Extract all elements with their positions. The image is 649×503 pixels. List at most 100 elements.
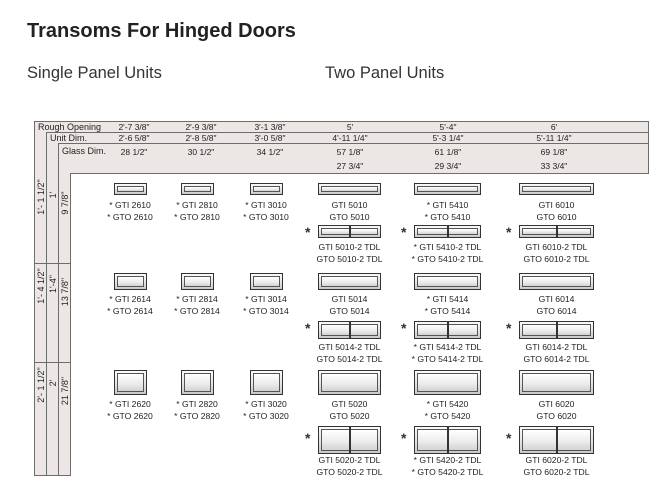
row-unit-label: 2': [47, 379, 58, 387]
two-unit-tdl-gti-label: GTI 5010-2 TDL: [318, 242, 381, 252]
two-unit-tdl-gto-label: GTO 5020-2 TDL: [316, 466, 383, 477]
single-panel-transom: [114, 273, 147, 290]
glass-dim-value: 57 1/8": [336, 147, 364, 157]
unit-dim-value: 2'-6 5/8": [118, 133, 150, 143]
single-unit-gti-label: * GTI 3014: [245, 294, 287, 304]
rough-opening-value: 5': [346, 122, 354, 132]
glass-dim-row: [58, 143, 649, 174]
two-panel-heading: Two Panel Units: [325, 64, 445, 82]
row-rough-label: 1'- 1 1/2": [35, 179, 46, 215]
glass-dim-value: 69 1/8": [540, 147, 568, 157]
two-unit-gti-label: GTI 5010: [331, 200, 368, 210]
glass-dim-value-2: 27 3/4": [336, 161, 364, 171]
row-unit-label: 1'-4": [47, 275, 58, 293]
single-unit-gto-label: * GTO 2810: [174, 211, 220, 222]
tdl-asterisk: *: [401, 224, 407, 240]
single-unit-gto-label: * GTO 2614: [107, 305, 153, 316]
two-unit-tdl-gti-label: GTI 6020-2 TDL: [525, 455, 588, 465]
single-unit-gto-label: * GTO 2620: [107, 410, 153, 421]
two-unit-tdl-gto-label: GTO 6014-2 TDL: [523, 353, 590, 364]
two-unit-gti-label: * GTI 5414: [426, 294, 469, 304]
page-title: Transoms For Hinged Doors: [27, 20, 296, 42]
tdl-asterisk: *: [401, 430, 407, 446]
single-panel-transom: [250, 183, 283, 195]
single-unit-gto-label: * GTO 3020: [243, 410, 289, 421]
glass-dim-label: Glass Dim.: [62, 146, 107, 156]
single-unit-gti-label: * GTI 2820: [176, 399, 218, 409]
two-unit-tdl-gti-label: GTI 5020-2 TDL: [318, 455, 381, 465]
two-panel-tdl-transom: [414, 321, 481, 339]
two-panel-transom: [318, 273, 381, 290]
glass-dim-column: [58, 173, 71, 476]
two-unit-gto-label: * GTO 5414: [424, 305, 471, 316]
two-unit-tdl-gti-label: * GTI 5414-2 TDL: [413, 342, 482, 352]
glass-dim-value: 30 1/2": [187, 147, 215, 157]
tdl-asterisk: *: [305, 430, 311, 446]
row-unit-label: 1': [47, 191, 58, 199]
two-unit-tdl-gti-label: GTI 6014-2 TDL: [525, 342, 588, 352]
two-unit-gti-label: GTI 5020: [331, 399, 368, 409]
single-unit-gti-label: * GTI 2620: [109, 399, 151, 409]
single-panel-transom: [250, 370, 283, 395]
unit-dim-value: 2'-8 5/8": [185, 133, 217, 143]
two-unit-tdl-gti-label: * GTI 5410-2 TDL: [413, 242, 482, 252]
two-unit-gto-label: * GTO 5420: [424, 410, 471, 421]
single-panel-transom: [114, 183, 147, 195]
two-panel-tdl-transom: [519, 225, 594, 238]
rough-opening-value: 6': [550, 122, 558, 132]
two-unit-tdl-gto-label: GTO 5010-2 TDL: [316, 253, 383, 264]
rough-opening-value: 3'-1 3/8": [254, 122, 286, 132]
single-unit-gti-label: * GTI 3010: [245, 200, 287, 210]
single-panel-transom: [181, 183, 214, 195]
row-glass-label: 9 7/8": [59, 191, 70, 215]
two-unit-tdl-gto-label: GTO 6010-2 TDL: [523, 253, 590, 264]
two-panel-tdl-transom: [519, 321, 594, 339]
two-unit-gti-label: GTI 6014: [538, 294, 575, 304]
single-unit-gti-label: * GTI 2614: [109, 294, 151, 304]
two-unit-gti-label: GTI 5014: [331, 294, 368, 304]
two-unit-gto-label: GTO 6020: [536, 410, 577, 421]
tdl-asterisk: *: [506, 320, 512, 336]
two-panel-tdl-transom: [318, 321, 381, 339]
unit-dim-value: 5'-3 1/4": [432, 133, 464, 143]
two-panel-transom: [414, 183, 481, 195]
two-unit-tdl-gto-label: * GTO 5410-2 TDL: [411, 253, 484, 264]
two-panel-tdl-transom: [318, 426, 381, 454]
two-panel-transom: [318, 183, 381, 195]
two-unit-tdl-gti-label: GTI 5014-2 TDL: [318, 342, 381, 352]
row-rough-label: 1'- 4 1/2": [35, 268, 46, 304]
single-panel-transom: [181, 273, 214, 290]
two-panel-tdl-transom: [414, 225, 481, 238]
two-unit-gto-label: GTO 6014: [536, 305, 577, 316]
two-unit-tdl-gto-label: * GTO 5414-2 TDL: [411, 353, 484, 364]
two-unit-tdl-gti-label: * GTI 5420-2 TDL: [413, 455, 482, 465]
two-unit-gti-label: GTI 6020: [538, 399, 575, 409]
two-unit-gti-label: * GTI 5420: [426, 399, 469, 409]
single-panel-transom: [114, 370, 147, 395]
row-glass-label: 21 7/8": [59, 376, 70, 406]
unit-dim-value: 4'-11 1/4": [332, 133, 368, 143]
rough-opening-value: 2'-9 3/8": [185, 122, 217, 132]
row-glass-label: 13 7/8": [59, 277, 70, 307]
glass-dim-value: 28 1/2": [120, 147, 148, 157]
unit-dim-label: Unit Dim.: [50, 133, 88, 143]
single-panel-transom: [181, 370, 214, 395]
two-panel-tdl-transom: [414, 426, 481, 454]
two-panel-transom: [519, 183, 594, 195]
two-unit-tdl-gti-label: GTI 6010-2 TDL: [525, 242, 588, 252]
row-rough-label: 2'- 1 1/2": [35, 367, 46, 403]
rough-opening-label: Rough Opening: [38, 122, 102, 132]
tdl-asterisk: *: [305, 320, 311, 336]
two-panel-transom: [318, 370, 381, 395]
two-panel-transom: [519, 370, 594, 395]
two-panel-tdl-transom: [519, 426, 594, 454]
two-panel-transom: [414, 273, 481, 290]
single-unit-gti-label: * GTI 3020: [245, 399, 287, 409]
glass-dim-value: 34 1/2": [256, 147, 284, 157]
two-unit-gto-label: GTO 6010: [536, 211, 577, 222]
glass-dim-value: 61 1/8": [434, 147, 462, 157]
two-unit-tdl-gto-label: GTO 5014-2 TDL: [316, 353, 383, 364]
single-panel-heading: Single Panel Units: [27, 64, 162, 82]
two-unit-gto-label: * GTO 5410: [424, 211, 471, 222]
glass-dim-value-2: 29 3/4": [434, 161, 462, 171]
